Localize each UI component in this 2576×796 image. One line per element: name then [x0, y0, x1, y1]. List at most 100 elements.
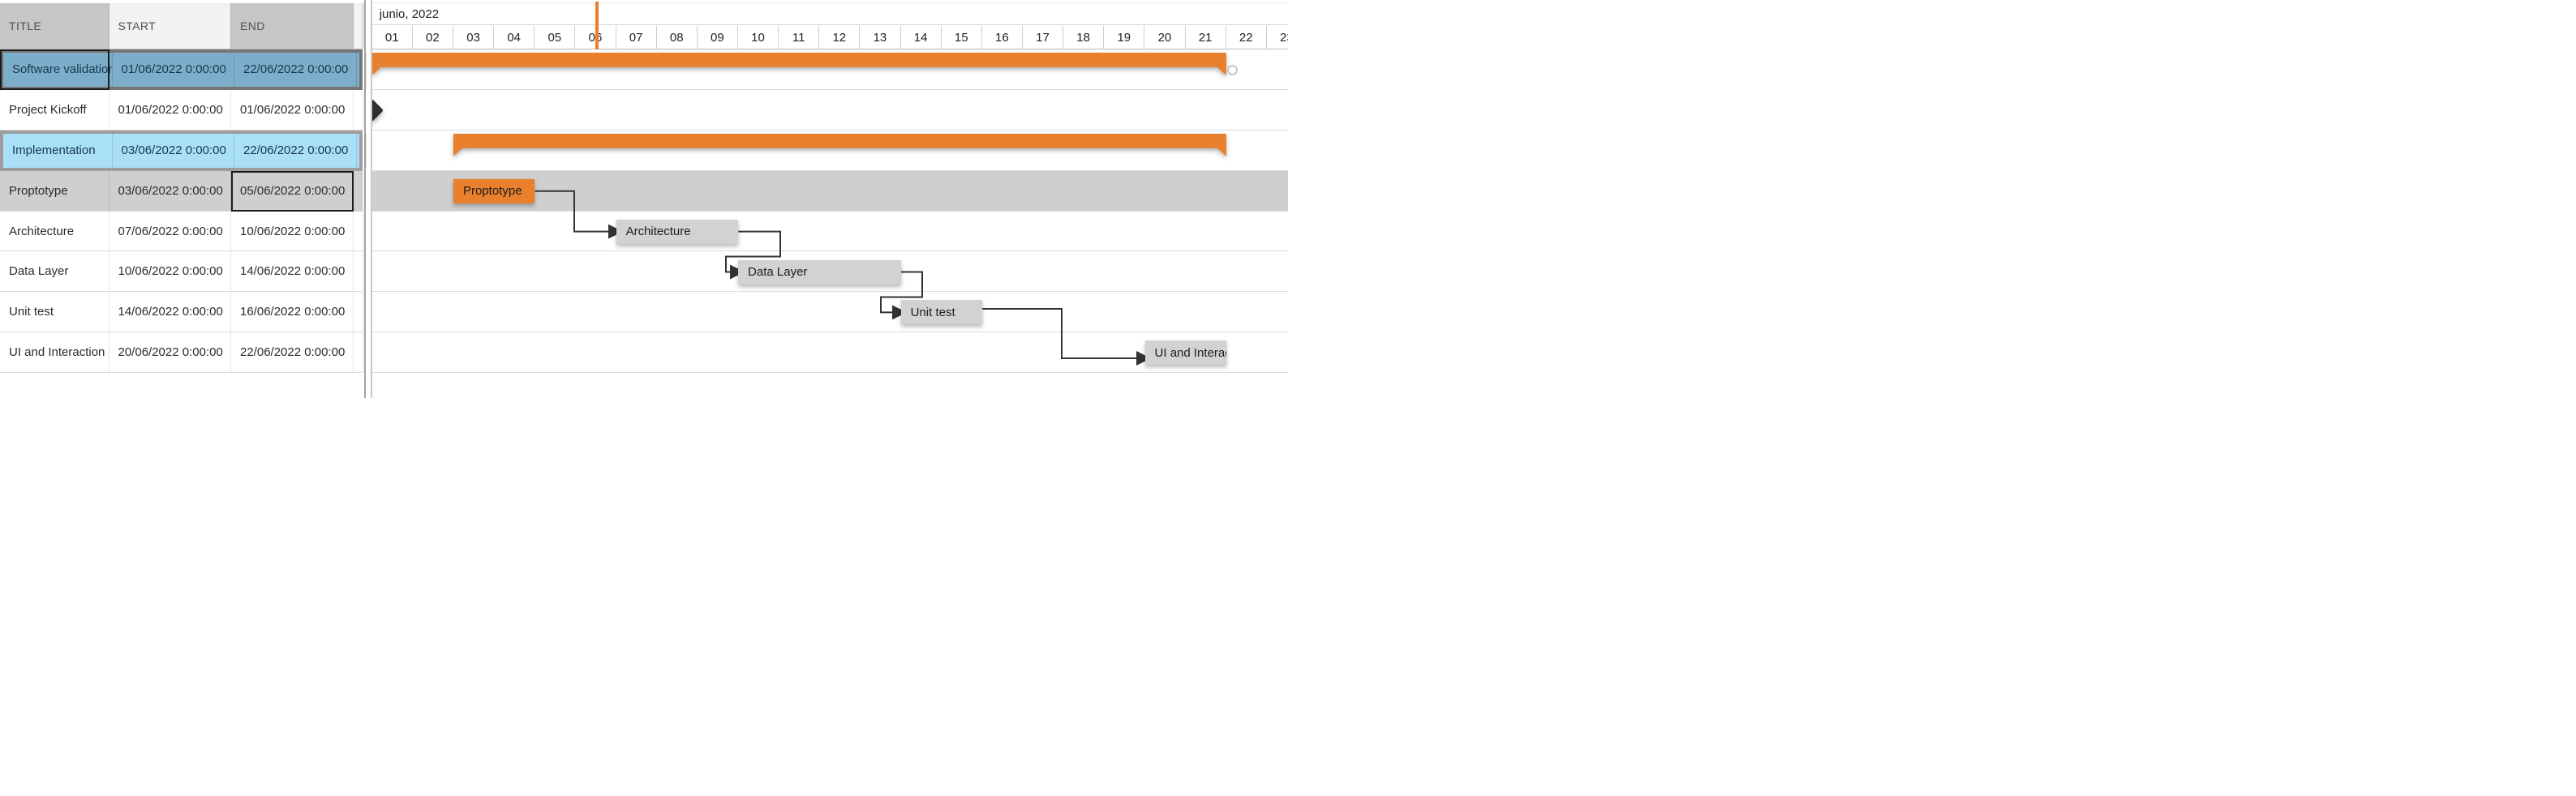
- day-header-cell: 22: [1226, 26, 1267, 49]
- day-header-cell: 19: [1104, 26, 1145, 49]
- implementation-summary[interactable]: [453, 134, 1226, 156]
- cell-extra[interactable]: 3: [354, 89, 363, 130]
- dependency-connector-unit-test-to-ui-interaction: [981, 308, 1151, 366]
- day-header-cell: 01: [372, 26, 413, 49]
- cell-start[interactable]: 01/06/2022 0:00:00: [113, 53, 234, 87]
- cell-end[interactable]: 01/06/2022 0:00:00: [231, 89, 354, 130]
- chart-row: [371, 90, 1288, 131]
- chart-row: [371, 49, 1288, 90]
- day-header-cell: 07: [616, 26, 657, 49]
- day-header-cell: 06: [575, 26, 616, 49]
- cell-start[interactable]: 01/06/2022 0:00:00: [109, 89, 231, 130]
- cell-title[interactable]: Architecture: [0, 211, 109, 251]
- day-header-cell: 21: [1186, 26, 1226, 49]
- day-header-cell: 04: [494, 26, 535, 49]
- timeline-month-label: junio, 2022: [379, 6, 440, 21]
- day-header-cell: 15: [942, 26, 982, 49]
- taskbar-drag-handle[interactable]: [1226, 64, 1238, 75]
- cell-start[interactable]: 10/06/2022 0:00:00: [109, 251, 231, 292]
- cell-title[interactable]: Software validation: [3, 53, 113, 87]
- current-date-line: [595, 2, 599, 49]
- chart-row: [371, 292, 1288, 333]
- cell-end[interactable]: 22/06/2022 0:00:00: [234, 53, 357, 87]
- cell-title[interactable]: Proptotype: [0, 170, 109, 211]
- column-header-end[interactable]: END: [231, 3, 354, 49]
- cell-extra[interactable]: 1: [354, 332, 363, 373]
- chart-row: [371, 131, 1288, 171]
- day-header-cell: 23: [1267, 26, 1288, 49]
- chart-row: [371, 212, 1288, 252]
- cell-title[interactable]: Unit test: [0, 292, 109, 332]
- cell-end[interactable]: 22/06/2022 0:00:00: [231, 332, 354, 373]
- taskbar-label: Proptotype: [462, 184, 522, 199]
- day-header-cell: 10: [738, 26, 779, 49]
- day-header-cell: 08: [657, 26, 698, 49]
- cell-extra[interactable]: 0: [354, 251, 363, 292]
- cell-end[interactable]: 16/06/2022 0:00:00: [231, 292, 354, 332]
- day-header-cell: 18: [1063, 26, 1105, 49]
- cell-extra[interactable]: 0: [354, 170, 363, 211]
- column-header-extra[interactable]: [353, 3, 363, 49]
- day-header-cell: 17: [1023, 26, 1064, 49]
- column-header-title[interactable]: TITLE: [0, 3, 109, 49]
- day-header-cell: 05: [535, 26, 576, 49]
- taskbar-label: Architecture: [625, 225, 691, 239]
- software-validation-summary[interactable]: [372, 53, 1226, 75]
- day-header-cell: 14: [901, 26, 942, 49]
- project-kickoff-milestone[interactable]: [371, 99, 384, 122]
- chart-row: [371, 251, 1288, 293]
- taskbar-label: Unit test: [910, 305, 955, 319]
- cell-start[interactable]: 03/06/2022 0:00:00: [109, 170, 231, 211]
- data-layer-task[interactable]: Data Layer: [738, 259, 901, 285]
- day-header-cell: 16: [982, 26, 1023, 49]
- cell-start[interactable]: 20/06/2022 0:00:00: [109, 332, 231, 373]
- cell-title[interactable]: Data Layer: [0, 251, 109, 292]
- cell-end[interactable]: 05/06/2022 0:00:00: [231, 170, 354, 211]
- cell-extra[interactable]: 0: [354, 211, 363, 251]
- day-header-cell: 13: [860, 26, 901, 49]
- day-header-cell: 09: [698, 26, 738, 49]
- summary-bar-shape: [453, 134, 1226, 156]
- cell-start[interactable]: 03/06/2022 0:00:00: [113, 133, 234, 168]
- dependency-connector-architecture-to-data-layer: [724, 230, 781, 280]
- cell-start[interactable]: 07/06/2022 0:00:00: [109, 211, 231, 251]
- day-header-cell: 02: [413, 26, 453, 49]
- day-header-cell: 11: [779, 26, 820, 49]
- chart-row: [371, 332, 1288, 374]
- chart-pane: junio, 2022 0102030405060708091011121314…: [370, 0, 1288, 398]
- cell-title[interactable]: Implementation: [3, 133, 113, 168]
- day-header-cell: 12: [819, 26, 861, 49]
- cell-title[interactable]: Project Kickoff: [0, 89, 109, 130]
- cell-end[interactable]: 10/06/2022 0:00:00: [231, 211, 354, 251]
- cell-end[interactable]: 22/06/2022 0:00:00: [234, 133, 357, 168]
- column-header-start[interactable]: START: [109, 3, 231, 49]
- day-header-cell: 20: [1144, 26, 1186, 49]
- dependency-connector-proptotype-to-architecture: [535, 190, 623, 239]
- unit-test-task[interactable]: Unit test: [900, 300, 982, 325]
- cell-extra[interactable]: 1: [354, 292, 363, 332]
- dependency-connectors-layer: [535, 190, 1151, 366]
- cell-title[interactable]: UI and Interaction: [0, 332, 109, 373]
- taskbar-label: Data Layer: [748, 265, 808, 279]
- proptotype-task[interactable]: Proptotype: [453, 178, 535, 203]
- dependency-connector-data-layer-to-unit-test: [879, 271, 923, 320]
- architecture-task[interactable]: Architecture: [616, 219, 739, 244]
- grid-chart-splitter[interactable]: [363, 0, 367, 398]
- ui-interaction-task[interactable]: UI and Interaction: [1144, 340, 1226, 366]
- cell-start[interactable]: 14/06/2022 0:00:00: [109, 292, 231, 332]
- timeline-month-tier: junio, 2022: [371, 2, 1288, 25]
- timeline-day-tier: 0102030405060708091011121314151617181920…: [371, 26, 1288, 49]
- cell-end[interactable]: 14/06/2022 0:00:00: [231, 251, 354, 292]
